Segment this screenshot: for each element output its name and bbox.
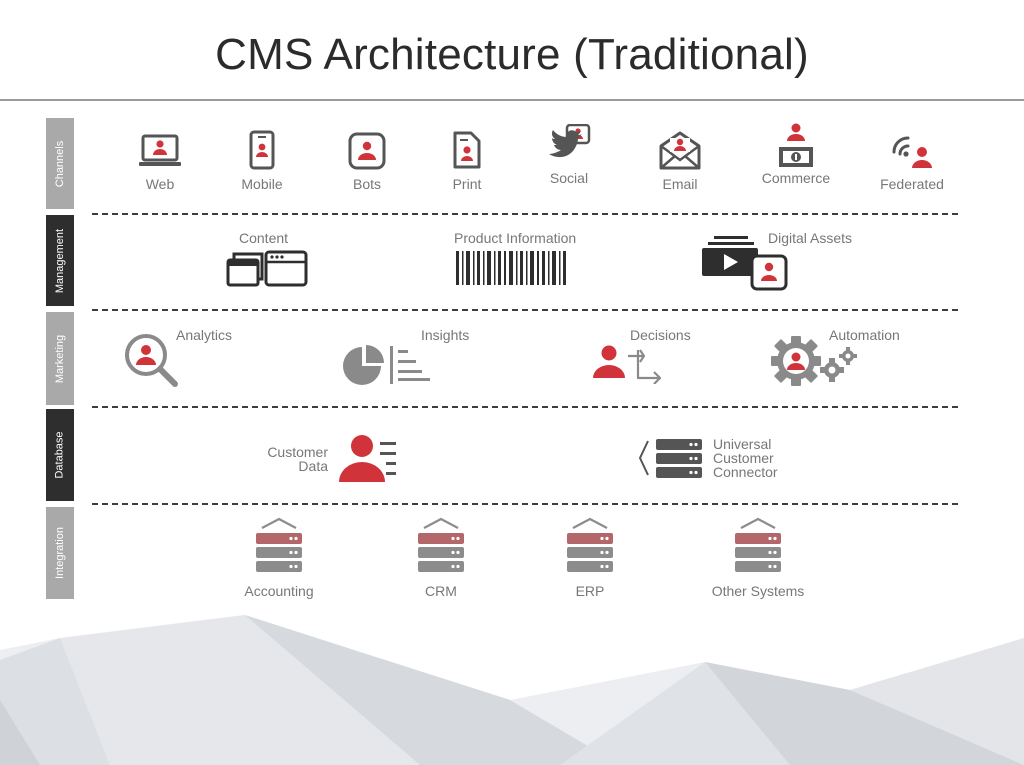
row-tab-database: Database xyxy=(46,409,74,501)
person-list-icon xyxy=(339,435,396,482)
channel-commerce: Commerce xyxy=(755,122,837,186)
server-icon xyxy=(567,517,613,572)
connector-label: Universal Customer Connector xyxy=(713,436,778,480)
channel-label: Commerce xyxy=(761,170,831,186)
pie-list-icon xyxy=(343,345,430,385)
channel-label: Web xyxy=(145,176,175,192)
integration-accounting: Accounting xyxy=(229,517,329,599)
windows-icon xyxy=(226,250,308,287)
bot-icon xyxy=(348,132,386,170)
signal-icon xyxy=(892,136,932,168)
server-icon xyxy=(418,517,464,572)
channel-federated: Federated xyxy=(870,130,954,192)
server-icon xyxy=(256,517,302,572)
management-label-content: Content xyxy=(239,230,289,246)
channel-mobile: Mobile xyxy=(222,130,302,192)
integration-other-systems: Other Systems xyxy=(703,517,813,599)
channel-label: Bots xyxy=(352,176,381,192)
cash-icon xyxy=(779,123,813,167)
integration-label: CRM xyxy=(425,583,457,599)
marketing-label-insights: Insights xyxy=(421,327,470,343)
person-arrows-icon xyxy=(593,345,662,384)
row-separator xyxy=(92,213,958,215)
twitter-icon xyxy=(549,124,591,158)
barcode-icon xyxy=(456,251,566,285)
document-icon xyxy=(453,131,481,169)
video-icon xyxy=(702,236,788,291)
server-stack-icon xyxy=(638,439,702,478)
row-tab-management: Management xyxy=(46,215,74,306)
row-separator xyxy=(92,309,958,311)
magnifier-icon xyxy=(125,334,178,387)
marketing-label-decisions: Decisions xyxy=(630,327,691,343)
customer-data-label: Customer Data xyxy=(267,444,328,474)
row-tab-marketing: Marketing xyxy=(46,312,74,405)
channel-print: Print xyxy=(427,130,507,192)
integration-label: Other Systems xyxy=(711,583,805,599)
channel-label: Print xyxy=(452,176,482,192)
integration-erp: ERP xyxy=(540,517,640,599)
integration-label: Accounting xyxy=(244,583,314,599)
channel-label: Social xyxy=(549,170,589,186)
channel-web: Web xyxy=(120,130,200,192)
management-label-digital-assets: Digital Assets xyxy=(768,230,853,246)
channel-label: Mobile xyxy=(241,176,283,192)
row-separator xyxy=(92,406,958,408)
page-title: CMS Architecture (Traditional) xyxy=(215,30,809,79)
integration-crm: CRM xyxy=(391,517,491,599)
channel-label: Federated xyxy=(880,176,944,192)
server-icon xyxy=(735,517,781,572)
channel-label: Email xyxy=(662,176,698,192)
envelope-icon xyxy=(659,131,701,170)
channel-social: Social xyxy=(529,124,609,186)
row-tab-integration: Integration xyxy=(46,507,74,599)
channel-email: Email xyxy=(640,130,720,192)
integration-label: ERP xyxy=(575,583,605,599)
laptop-icon xyxy=(139,134,181,166)
title-divider xyxy=(0,99,1024,101)
row-separator xyxy=(92,503,958,505)
management-label-product-information: Product Information xyxy=(454,230,577,246)
marketing-label-automation: Automation xyxy=(829,327,900,343)
marketing-label-analytics: Analytics xyxy=(176,327,233,343)
phone-icon xyxy=(249,130,275,170)
row-tab-channels: Channels xyxy=(46,118,74,209)
gears-icon xyxy=(771,336,857,386)
channel-bots: Bots xyxy=(327,130,407,192)
